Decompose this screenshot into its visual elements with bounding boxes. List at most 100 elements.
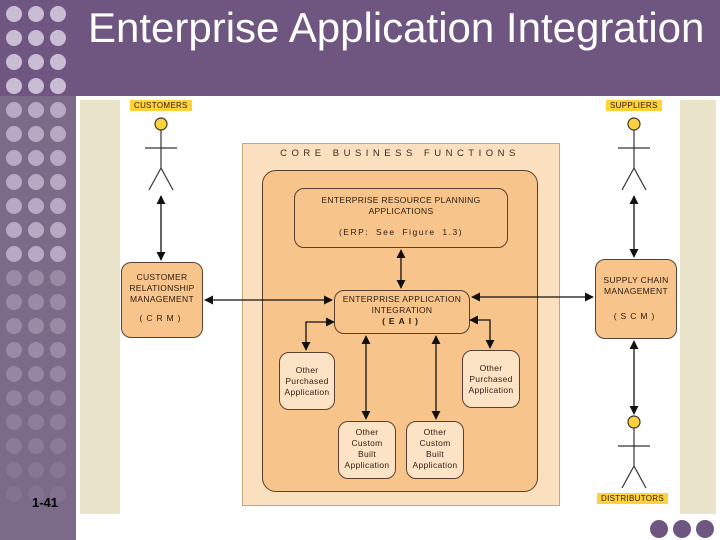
decorative-dot bbox=[6, 198, 22, 214]
decorative-dot bbox=[50, 270, 66, 286]
decorative-dot bbox=[28, 414, 44, 430]
decorative-dot bbox=[50, 6, 66, 22]
decorative-dot bbox=[6, 438, 22, 454]
decorative-dot bbox=[6, 342, 22, 358]
custom-left-line1: Other bbox=[355, 427, 379, 437]
decorative-dot bbox=[28, 246, 44, 262]
arrow-eai-purchased-right bbox=[469, 315, 495, 349]
purchased-right-line3: Application bbox=[468, 385, 514, 395]
decorative-dot bbox=[28, 6, 44, 22]
decorative-dot bbox=[6, 126, 22, 142]
decorative-dot bbox=[6, 246, 22, 262]
eai-box: ENTERPRISE APPLICATION INTEGRATION (EAI) bbox=[334, 290, 470, 334]
decorative-dot bbox=[6, 366, 22, 382]
decorative-dot bbox=[6, 462, 22, 478]
erp-line2: APPLICATIONS bbox=[368, 206, 434, 216]
purchased-left-line2: Purchased bbox=[285, 376, 329, 386]
decorative-dot bbox=[28, 318, 44, 334]
decorative-dot bbox=[6, 318, 22, 334]
distributors-label: DISTRIBUTORS bbox=[597, 493, 669, 504]
decorative-dot bbox=[50, 390, 66, 406]
supplier-figure-icon bbox=[618, 117, 650, 191]
erp-line3: (ERP: See Figure 1.3) bbox=[338, 227, 464, 237]
purchased-right-line2: Purchased bbox=[469, 374, 513, 384]
decorative-dot bbox=[28, 78, 44, 94]
decorative-dot bbox=[696, 520, 714, 538]
decorative-dot bbox=[28, 486, 44, 502]
suppliers-label: SUPPLIERS bbox=[606, 100, 662, 111]
scm-line1: SUPPLY CHAIN bbox=[603, 275, 669, 285]
decorative-dot bbox=[50, 150, 66, 166]
decorative-dot bbox=[6, 78, 22, 94]
decorative-dot bbox=[6, 102, 22, 118]
decorative-dot bbox=[50, 486, 66, 502]
decorative-dot bbox=[28, 150, 44, 166]
decorative-dot bbox=[28, 174, 44, 190]
customers-label: CUSTOMERS bbox=[130, 100, 192, 111]
decorative-dot-pattern bbox=[0, 0, 76, 540]
decorative-dot bbox=[50, 174, 66, 190]
decorative-dot bbox=[50, 30, 66, 46]
arrow-eai-purchased-left bbox=[301, 317, 335, 351]
decorative-dot bbox=[6, 270, 22, 286]
decorative-dot bbox=[28, 126, 44, 142]
decorative-dot bbox=[28, 294, 44, 310]
decorative-dot bbox=[28, 366, 44, 382]
title-bar bbox=[0, 0, 720, 96]
crm-line2: RELATIONSHIP bbox=[129, 283, 195, 293]
decorative-dot bbox=[6, 486, 22, 502]
eai-line1: ENTERPRISE APPLICATION bbox=[342, 294, 462, 304]
decorative-dot bbox=[50, 294, 66, 310]
decorative-dot bbox=[28, 462, 44, 478]
crm-line3: MANAGEMENT bbox=[130, 294, 194, 304]
decorative-dot bbox=[50, 78, 66, 94]
decorative-dot bbox=[6, 174, 22, 190]
decorative-dot bbox=[28, 438, 44, 454]
decorative-dot bbox=[50, 54, 66, 70]
decorative-dot bbox=[28, 54, 44, 70]
purchased-right-line1: Other bbox=[479, 363, 503, 373]
decorative-dot bbox=[50, 222, 66, 238]
slide-number: 1-41 bbox=[32, 495, 59, 510]
crm-line1: CUSTOMER bbox=[136, 272, 188, 282]
crm-abbr: (CRM) bbox=[139, 313, 185, 323]
decorative-dot bbox=[28, 30, 44, 46]
tan-strip-left bbox=[80, 100, 120, 514]
custom-right-line4: Application bbox=[412, 460, 458, 470]
crm-box: CUSTOMER RELATIONSHIP MANAGEMENT (CRM) bbox=[121, 262, 203, 338]
decorative-dot bbox=[673, 520, 691, 538]
customer-figure-icon bbox=[145, 117, 177, 191]
custom-right-line2: Custom bbox=[419, 438, 451, 448]
decorative-dot bbox=[6, 390, 22, 406]
decorative-dot bbox=[28, 270, 44, 286]
slide-title: Enterprise Application Integration bbox=[88, 4, 705, 51]
scm-abbr: (SCM) bbox=[613, 311, 659, 321]
purchased-left-line1: Other bbox=[295, 365, 319, 375]
decorative-dot bbox=[28, 342, 44, 358]
decorative-dot bbox=[50, 198, 66, 214]
scm-box: SUPPLY CHAIN MANAGEMENT (SCM) bbox=[595, 259, 677, 339]
purchased-app-left-box: Other Purchased Application bbox=[279, 352, 335, 410]
decorative-dot bbox=[50, 414, 66, 430]
purchased-left-line3: Application bbox=[284, 387, 330, 397]
decorative-dot bbox=[50, 366, 66, 382]
decorative-dot bbox=[28, 390, 44, 406]
decorative-dot bbox=[50, 102, 66, 118]
bottom-band bbox=[76, 516, 720, 540]
decorative-dot bbox=[6, 414, 22, 430]
distributor-figure-icon bbox=[618, 415, 650, 489]
decorative-dot bbox=[28, 102, 44, 118]
decorative-dot bbox=[6, 30, 22, 46]
eai-abbr: (EAI) bbox=[382, 316, 422, 326]
decorative-dot bbox=[6, 6, 22, 22]
erp-box: ENTERPRISE RESOURCE PLANNING APPLICATION… bbox=[294, 188, 508, 248]
purchased-app-right-box: Other Purchased Application bbox=[462, 350, 520, 408]
custom-app-right-box: Other Custom Built Application bbox=[406, 421, 464, 479]
scm-line2: MANAGEMENT bbox=[604, 286, 668, 296]
decorative-dot bbox=[50, 318, 66, 334]
decorative-dot bbox=[6, 54, 22, 70]
decorative-dot bbox=[6, 222, 22, 238]
decorative-dot bbox=[6, 150, 22, 166]
decorative-dot bbox=[50, 342, 66, 358]
